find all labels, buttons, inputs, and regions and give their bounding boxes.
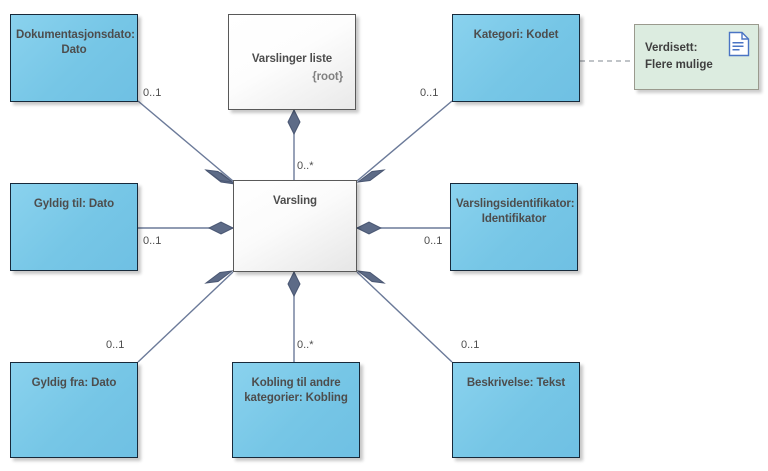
- mult-kategori: 0..1: [420, 87, 439, 99]
- connector-kategori: [356, 100, 453, 183]
- node-gyldig-fra[interactable]: Gyldig fra: Dato: [10, 362, 138, 458]
- node-gyldig-til-label: Gyldig til: Dato: [33, 198, 115, 210]
- mult-varslinger-liste: 0..*: [297, 160, 314, 172]
- mult-gyldig-til: 0..1: [143, 235, 162, 247]
- connector-gyldig-fra: [137, 270, 234, 363]
- node-dokumentasjonsdato[interactable]: Dokumentasjonsdato: Dato: [10, 14, 138, 102]
- node-varslinger-liste-label: Varslinger liste: [251, 53, 333, 66]
- document-icon: [728, 31, 750, 57]
- node-dokumentasjonsdato-label: Dokumentasjonsdato: Dato: [16, 29, 135, 57]
- mult-gyldig-fra: 0..1: [106, 339, 125, 351]
- mult-varslingsidentifikator: 0..1: [424, 235, 443, 247]
- note-verdisett-text: Verdisett: Flere mulige: [645, 40, 724, 73]
- node-beskrivelse[interactable]: Beskrivelse: Tekst: [452, 362, 580, 458]
- node-varslinger-liste[interactable]: Varslinger liste {root}: [228, 14, 356, 110]
- note-verdisett-line1: Verdisett:: [645, 42, 698, 55]
- connector-varslingsidentifikator: [355, 221, 450, 235]
- mult-beskrivelse: 0..1: [461, 339, 480, 351]
- node-kategori[interactable]: Kategori: Kodet: [452, 14, 580, 102]
- node-varsling[interactable]: Varsling: [233, 180, 357, 272]
- mult-kobling: 0..*: [297, 339, 314, 351]
- mult-dokumentasjonsdato: 0..1: [143, 87, 162, 99]
- node-kobling[interactable]: Kobling til andre kategorier: Kobling: [232, 362, 360, 458]
- connector-gyldig-til: [138, 221, 235, 235]
- node-varslinger-liste-stereotype: {root}: [312, 70, 343, 83]
- note-verdisett[interactable]: Verdisett: Flere mulige: [634, 24, 759, 90]
- node-beskrivelse-label: Beskrivelse: Tekst: [466, 377, 566, 389]
- connector-beskrivelse: [356, 270, 453, 363]
- note-verdisett-line2: Flere mulige: [645, 59, 713, 71]
- node-gyldig-til[interactable]: Gyldig til: Dato: [10, 183, 138, 271]
- node-kategori-label: Kategori: Kodet: [473, 29, 559, 41]
- node-gyldig-fra-label: Gyldig fra: Dato: [31, 377, 117, 389]
- node-kobling-label: Kobling til andre kategorier: Kobling: [244, 377, 348, 405]
- node-varslingsidentifikator[interactable]: Varslingsidentifikator: Identifikator: [450, 183, 578, 271]
- connector-dokumentasjonsdato: [137, 100, 237, 185]
- node-varsling-label: Varsling: [273, 195, 317, 207]
- node-varslingsidentifikator-label: Varslingsidentifikator: Identifikator: [456, 198, 575, 226]
